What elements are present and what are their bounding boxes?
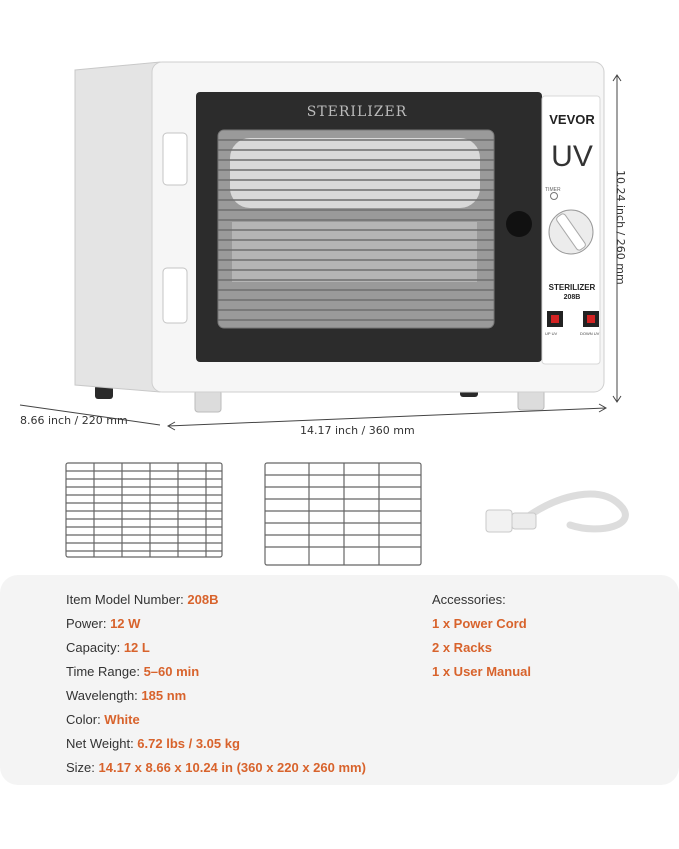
window-label: STERILIZER: [306, 104, 408, 120]
switch-down-uv-indicator: [587, 315, 595, 323]
rack-right: [264, 462, 422, 566]
switch-right-label: DOWN UV: [580, 331, 600, 336]
dimension-lines: [19, 74, 622, 431]
hinge-top: [162, 132, 188, 186]
panel-label: STERILIZER: [548, 283, 596, 292]
timer-label: TIMER: [545, 187, 561, 193]
uv-label: UV: [551, 140, 593, 173]
switch-left-label: UP UV: [545, 331, 558, 336]
foot-back-left: [95, 385, 113, 399]
door-knob[interactable]: [506, 211, 532, 237]
dial-grip: [556, 213, 586, 251]
panel-model: 208B: [563, 294, 581, 301]
spec-panel: Item Model Number: 208B Power: 12 W Capa…: [0, 575, 679, 785]
accessory-racks: 2 x Racks: [432, 640, 492, 655]
rack-left: [65, 462, 223, 558]
switch-up-uv-indicator: [551, 315, 559, 323]
power-cord: [485, 490, 629, 533]
cabinet-side: [74, 61, 161, 393]
window-stripes: [218, 139, 494, 321]
spec-model: Item Model Number: 208B: [66, 592, 219, 607]
timer-icon: [550, 192, 558, 200]
height-dimension: 10.24 inch / 260 mm: [614, 170, 627, 285]
accessory-power-cord: 1 x Power Cord: [432, 616, 527, 631]
spec-size: Size: 14.17 x 8.66 x 10.24 in (360 x 220…: [66, 760, 366, 775]
accessories-illustration: [65, 462, 629, 566]
spec-net-weight: Net Weight: 6.72 lbs / 3.05 kg: [66, 736, 240, 751]
spec-capacity: Capacity: 12 L: [66, 640, 150, 655]
accessories-title: Accessories:: [432, 592, 506, 607]
accessory-user-manual: 1 x User Manual: [432, 664, 531, 679]
rack-inside: [232, 222, 477, 282]
spec-time-range: Time Range: 5–60 min: [66, 664, 200, 679]
depth-dimension: 8.66 inch / 220 mm: [20, 414, 128, 427]
hinge-bottom: [162, 267, 188, 324]
foot-front-left: [194, 389, 222, 413]
sterilizer-illustration: [19, 61, 622, 431]
brand-logo: VEVOR: [549, 112, 595, 127]
spec-color: Color: White: [66, 712, 140, 727]
spec-wavelength: Wavelength: 185 nm: [66, 688, 187, 703]
towels: [230, 138, 480, 208]
spec-power: Power: 12 W: [66, 616, 141, 631]
width-dimension: 14.17 inch / 360 mm: [300, 424, 415, 437]
